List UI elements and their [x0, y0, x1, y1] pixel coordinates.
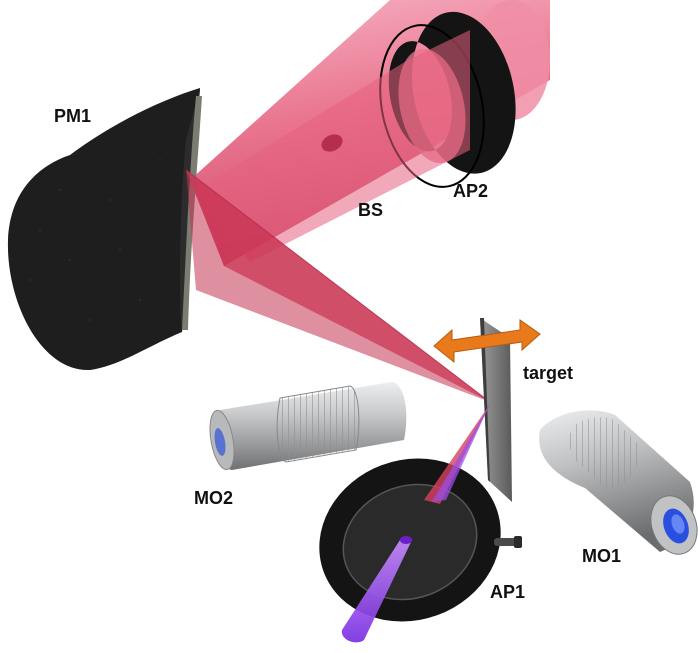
parabolic-mirror-pm1: [7, 88, 202, 371]
label-target: target: [523, 363, 573, 383]
label-ap1: AP1: [490, 582, 525, 602]
microscope-objective-mo2: [209, 382, 407, 471]
label-mo2: MO2: [194, 488, 233, 508]
violet-probe-beam: [341, 536, 412, 643]
microscope-objective-mo1: [539, 410, 698, 555]
beam-front-section: [196, 30, 470, 262]
label-pm1: PM1: [54, 106, 91, 126]
harmonic-beams: [424, 404, 490, 504]
focused-beam-cone: [185, 169, 491, 403]
target-plate: [480, 318, 512, 502]
label-bs: BS: [358, 200, 383, 220]
target-translation-arrow: [433, 319, 541, 364]
label-ap2: AP2: [453, 181, 488, 201]
label-mo1: MO1: [582, 546, 621, 566]
